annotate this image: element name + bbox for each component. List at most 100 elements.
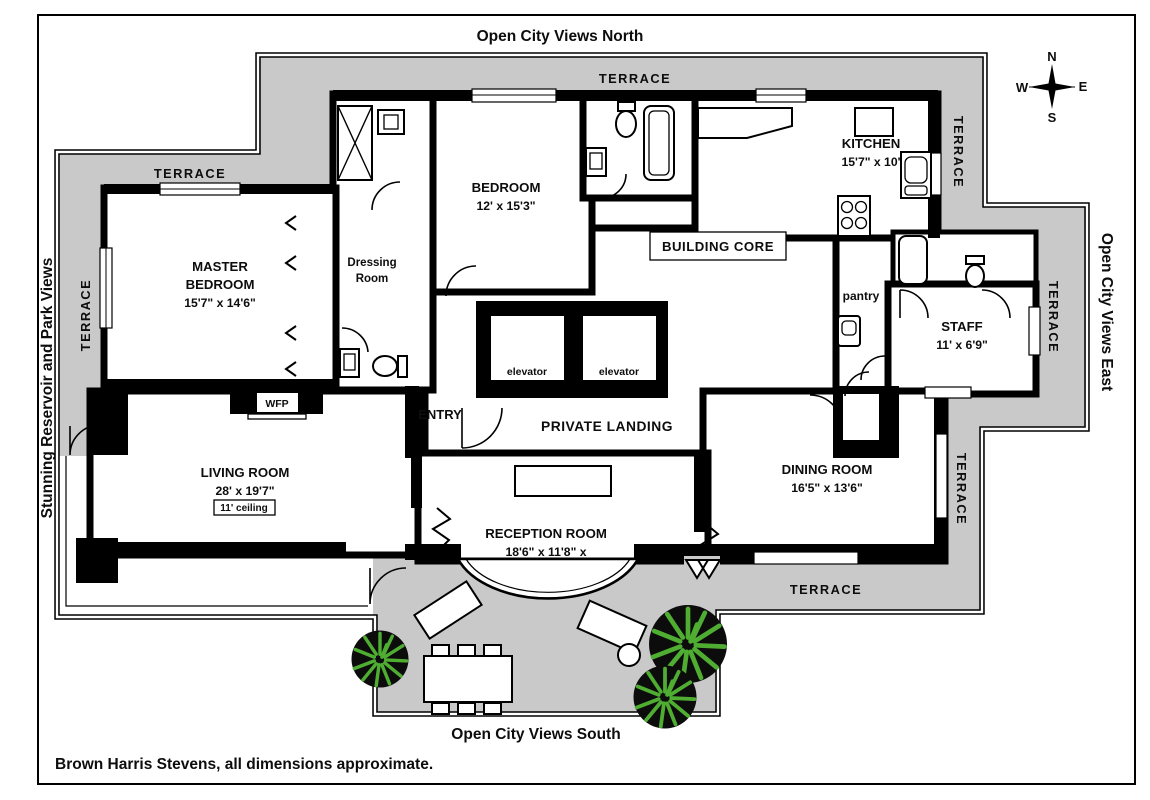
caption-south: Open City Views South <box>451 726 620 743</box>
lounge-left <box>412 579 484 641</box>
terrace-south-band <box>718 558 984 614</box>
door-dressing <box>371 181 401 211</box>
terrace-label-right-lower: TERRACE <box>954 453 969 525</box>
tree-icon <box>631 663 699 731</box>
compass-n: N <box>1047 49 1056 64</box>
fireplace: WFP <box>247 391 307 420</box>
chair <box>483 644 502 657</box>
wall-reception-dining <box>694 450 706 532</box>
compass-s: S <box>1048 110 1057 125</box>
fireplace-label: WFP <box>265 398 288 410</box>
master-toilet-tank <box>397 355 408 378</box>
bedroom-dims: 12' x 15'3" <box>476 199 535 213</box>
kitchen-sink-tray <box>904 185 928 196</box>
caption-north: Open City Views North <box>477 28 644 45</box>
door-staff-west <box>899 289 929 319</box>
caption-west: Stunning Reservoir and Park Views <box>39 258 56 519</box>
bedroom-label: BEDROOM <box>472 180 541 195</box>
terrace-label-north: TERRACE <box>599 71 671 86</box>
reception-room-label: RECEPTION ROOM <box>485 526 607 541</box>
building-core-box <box>649 231 787 261</box>
kitchen-label: KITCHEN <box>842 136 901 151</box>
room-bathroom-top <box>579 90 699 202</box>
kitchen-appliance <box>854 107 894 137</box>
entry-label: ENTRY <box>418 407 462 422</box>
reception-bay-inner-line <box>465 558 631 593</box>
kitchen-dims: 15'7" x 10' <box>841 155 900 169</box>
ceiling-box <box>213 499 276 516</box>
window-dining-south <box>753 551 859 565</box>
wall-reception-se <box>634 544 694 560</box>
sink-inner <box>589 152 603 170</box>
lounge-right <box>576 599 648 655</box>
door-bathroom <box>601 173 627 199</box>
wall-living-south <box>118 542 346 558</box>
window-dining-east <box>935 433 948 519</box>
reception-console <box>514 465 612 497</box>
window-staff-south <box>924 386 972 399</box>
elevator-cab-right <box>581 314 658 382</box>
compass-rose: N S W E <box>1016 49 1088 125</box>
dressing-room-label1: Dressing <box>347 257 396 269</box>
toilet-tank <box>617 101 636 112</box>
terrace-right-upper <box>936 57 985 208</box>
terrace-label-south: TERRACE <box>790 582 862 597</box>
wall-living-nw <box>90 391 128 455</box>
terrace-furniture <box>349 579 728 731</box>
chair <box>457 644 476 657</box>
caption-east: Open City Views East <box>1098 233 1115 391</box>
staff-bathtub-icon <box>898 235 928 285</box>
door-staff-east <box>981 289 1011 319</box>
burner <box>840 200 854 214</box>
wall-north <box>333 90 938 101</box>
bathtub-inner <box>648 110 670 176</box>
terrace-label-right-mid: TERRACE <box>1046 281 1061 353</box>
view-captions: Open City Views North Open City Views So… <box>39 28 1115 743</box>
door-pantry <box>844 371 870 397</box>
fireplace-box <box>255 391 300 414</box>
terrace-label-right-upper: TERRACE <box>951 116 966 188</box>
doors <box>69 173 1011 605</box>
kitchen-sink-basin <box>904 156 928 184</box>
door-living-terrace <box>369 567 407 605</box>
building-core-label: BUILDING CORE <box>662 239 774 254</box>
door-entry <box>461 407 503 449</box>
terrace-dining-table <box>423 655 513 703</box>
wall-master-south <box>104 379 336 390</box>
door-dining <box>809 394 843 428</box>
terrace-round-table <box>617 643 641 667</box>
compass-w: W <box>1016 80 1029 95</box>
lounge-rect <box>412 579 484 641</box>
master-sink-inner <box>343 353 356 371</box>
chair <box>483 702 502 715</box>
wall-living-sw <box>76 538 118 583</box>
compass-star-icon <box>1029 64 1075 109</box>
stove-icon <box>837 195 871 237</box>
wall-reception-sw <box>405 544 461 560</box>
fireplace-block-right <box>297 389 323 414</box>
opening-zigzag-reception <box>431 507 452 552</box>
chair <box>457 702 476 715</box>
pantry-fixture-inner <box>841 320 857 336</box>
window-staff-east <box>1028 306 1041 356</box>
walkway-inner-line <box>65 456 368 607</box>
closet-box-inner <box>383 114 399 130</box>
chair <box>431 644 450 657</box>
windows <box>99 88 1041 565</box>
staff-toilet-tank <box>965 255 985 265</box>
elevator-right-label: elevator <box>599 366 639 378</box>
burner <box>840 216 854 230</box>
chair <box>431 702 450 715</box>
staff-dims: 11' x 6'9" <box>936 338 988 352</box>
elevator-cab-left <box>489 314 566 382</box>
elevator-bank: elevator elevator <box>476 301 668 398</box>
lounge-rect <box>576 599 648 655</box>
reception-room-dims: 18'6" x 11'8" x <box>505 545 586 559</box>
tree-icon <box>349 628 411 690</box>
landing-closet-inner <box>843 394 879 440</box>
door-west-terrace <box>69 424 101 456</box>
compass-e: E <box>1079 79 1088 94</box>
wall-living-reception <box>411 388 422 508</box>
room-labels: MASTER BEDROOM 15'7" x 14'6" Dressing Ro… <box>184 136 988 559</box>
